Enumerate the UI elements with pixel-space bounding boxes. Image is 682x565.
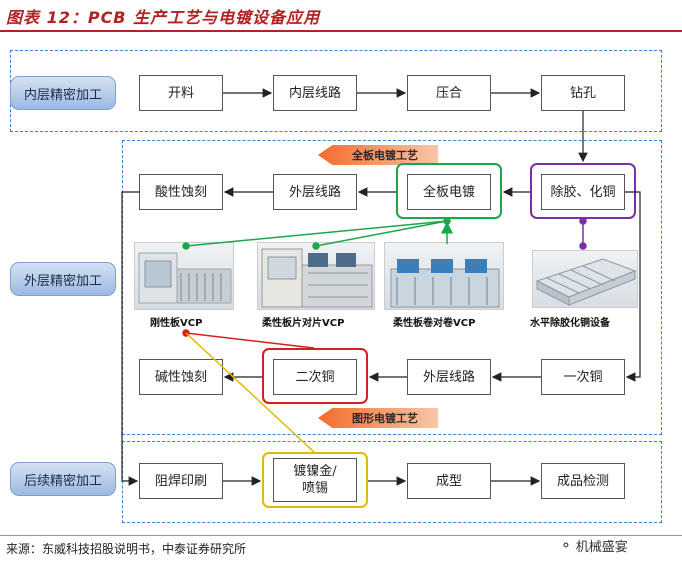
dot-horizontal (579, 242, 587, 250)
link-rigid-to-niau (185, 332, 315, 453)
step-ni-au-tin: 镀镍金/ 喷锡 (273, 458, 357, 502)
arrow-desmear-to-first-copper (625, 191, 641, 382)
link-rigid-to-panel (185, 220, 448, 247)
ni-au-highlight (262, 452, 368, 508)
dot-rigid (182, 242, 190, 250)
arrow-etching-to-solder (121, 191, 139, 486)
step-inner-circuit: 内层线路 (273, 75, 357, 111)
second-copper-highlight (262, 348, 368, 404)
step-desmear: 除胶、化铜 (541, 174, 625, 210)
panel-plating-banner: 全板电镀工艺 (318, 145, 438, 165)
dot-flexsheet (312, 242, 320, 250)
step-panel-plating: 全板电镀 (407, 174, 491, 210)
horizontal-photo (532, 250, 638, 308)
dot-desmear (579, 217, 587, 225)
step-cutting: 开料 (139, 75, 223, 111)
step-outer-circuit-1: 外层线路 (273, 174, 357, 210)
section-label-inner: 内层精密加工 (10, 76, 116, 110)
title-rule (0, 30, 682, 32)
step-first-copper: 一次铜 (541, 359, 625, 395)
rigid-vcp-photo (134, 242, 234, 310)
figure-title: 图表 12：PCB 生产工艺与电镀设备应用 (6, 8, 321, 27)
watermark-text: 机械盛宴 (575, 540, 628, 555)
ni-au-tin-line-2: 喷锡 (301, 481, 328, 496)
ni-au-tin-line-1: 镀镍金/ (293, 464, 337, 479)
step-final-inspection: 成品检测 (541, 463, 625, 499)
step-solder-mask: 阻焊印刷 (139, 463, 223, 499)
step-alkaline-etching: 碱性蚀刻 (139, 359, 223, 395)
link-flexsheet-to-panel (315, 220, 448, 247)
rigid-vcp-caption: 刚性板VCP (150, 318, 203, 329)
step-drilling: 钻孔 (541, 75, 625, 111)
flex-sheet-vcp-caption: 柔性板片对片VCP (262, 318, 345, 329)
source-rule (0, 535, 682, 536)
section-label-outer: 外层精密加工 (10, 262, 116, 296)
watermark: ⚬ 机械盛宴 (560, 536, 628, 556)
flex-roll-vcp-caption: 柔性板卷对卷VCP (393, 318, 476, 329)
horizontal-caption: 水平除胶化铜设备 (530, 318, 610, 329)
wechat-icon: ⚬ (560, 537, 572, 554)
step-acid-etching: 酸性蚀刻 (139, 174, 223, 210)
step-forming: 成型 (407, 463, 491, 499)
pattern-plating-banner: 图形电镀工艺 (318, 408, 438, 428)
step-outer-circuit-2: 外层线路 (407, 359, 491, 395)
flex-sheet-vcp-photo (257, 242, 375, 310)
flex-roll-vcp-photo (384, 242, 504, 310)
step-lamination: 压合 (407, 75, 491, 111)
section-label-post: 后续精密加工 (10, 462, 116, 496)
link-rigid-to-second-copper (185, 332, 315, 349)
post-section (122, 441, 662, 523)
step-second-copper: 二次铜 (273, 359, 357, 395)
dot-panel (443, 217, 451, 225)
source-note: 来源：东威科技招股说明书，中泰证券研究所 (6, 542, 247, 556)
